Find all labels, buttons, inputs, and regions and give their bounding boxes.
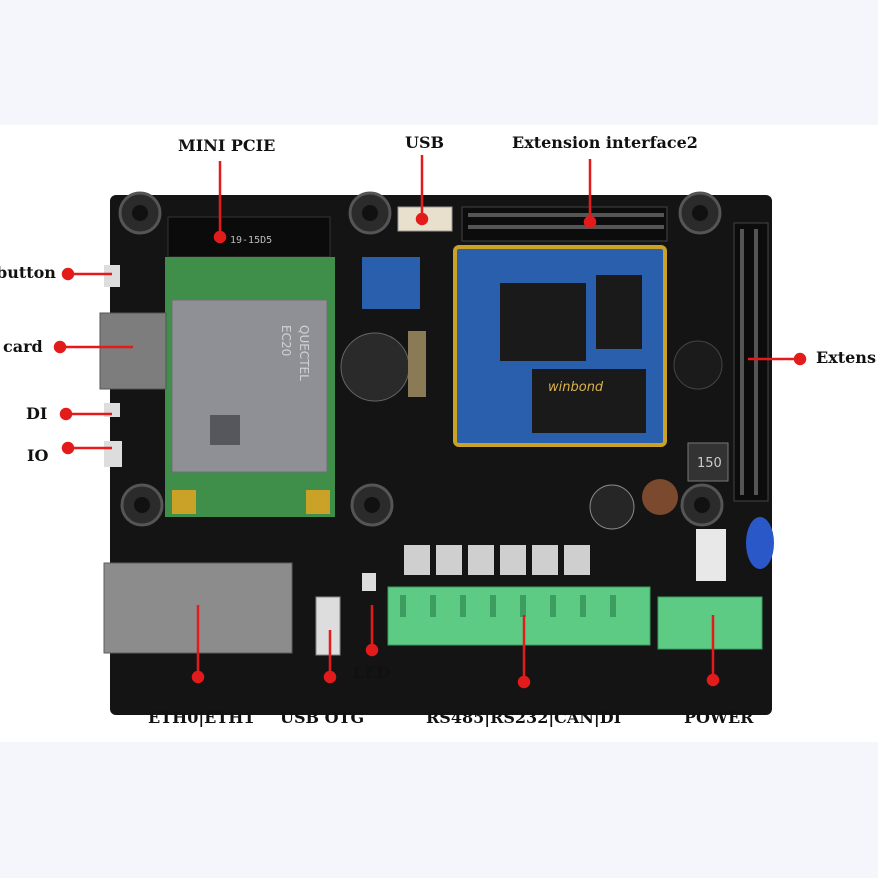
- label-led: LED: [353, 663, 391, 682]
- button-part: [104, 265, 120, 287]
- label-di: DI: [26, 404, 48, 423]
- inductor: [687, 442, 729, 482]
- extension-right-header: [733, 222, 769, 502]
- extension2-header: [461, 206, 668, 242]
- signal-parts: [404, 545, 590, 575]
- label-power: POWER: [684, 708, 754, 727]
- label-usb: USB: [405, 133, 445, 152]
- wifi-module: [362, 257, 420, 309]
- flash-brand-text: winbond: [548, 380, 604, 395]
- card-slot: [99, 312, 167, 390]
- pcie-part-text: 19-15D5: [230, 235, 272, 246]
- board-illustration: 19-15D5 QUECTEL EC20 winbond: [53, 155, 807, 715]
- ram-chip: [596, 275, 642, 349]
- label-eth: ETH0|ETH1: [148, 708, 255, 727]
- label-io: IO: [27, 446, 49, 465]
- mini-pcie-slot: [167, 216, 331, 258]
- label-serial: RS485|RS232|CAN|DI: [426, 708, 622, 727]
- coin-cell: [340, 332, 410, 402]
- toroid: [642, 479, 678, 515]
- modem-qr: [210, 415, 240, 445]
- cpu-chip: [500, 283, 586, 361]
- modem-model-text: EC20: [279, 325, 293, 356]
- diagram-stage: 19-15D5 QUECTEL EC20 winbond: [0, 125, 878, 742]
- power-terminal: [657, 596, 763, 650]
- flash-chip: [532, 369, 646, 433]
- label-card: card: [3, 337, 43, 356]
- callouts: [53, 155, 807, 689]
- modem-brand-text: QUECTEL: [297, 325, 311, 381]
- io-part: [104, 441, 122, 467]
- label-extension2: Extension interface2: [512, 133, 698, 152]
- power-switch: [696, 529, 726, 581]
- blue-capacitor: [746, 517, 774, 569]
- modem-module: [171, 299, 328, 473]
- label-extension-right: Extens: [816, 348, 876, 367]
- led-part: [362, 573, 376, 591]
- label-button: button: [0, 263, 56, 282]
- label-usb-otg: USB OTG: [280, 708, 365, 727]
- inductor-text: 150: [697, 456, 722, 471]
- usb-otg-port: [315, 596, 341, 656]
- buzzer: [673, 340, 723, 390]
- capacitor: [589, 484, 635, 530]
- label-mini-pcie: MINI PCIE: [178, 136, 276, 155]
